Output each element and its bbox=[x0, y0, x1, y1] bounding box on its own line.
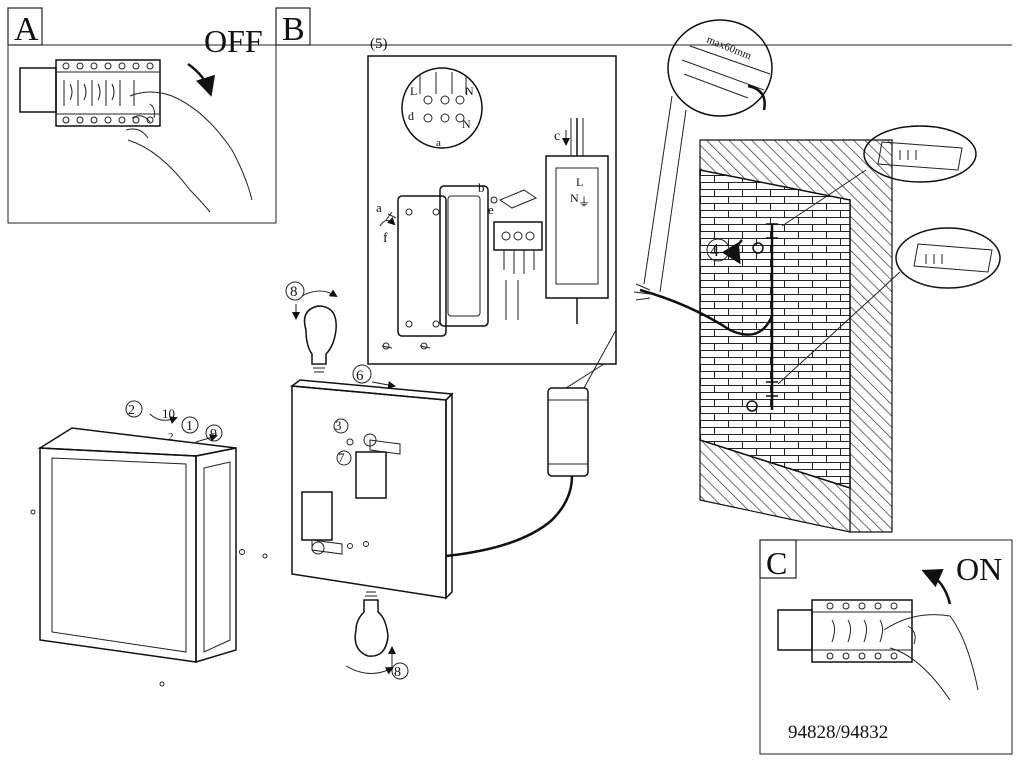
terminal-detail-circle bbox=[401, 67, 483, 149]
connector-block bbox=[493, 221, 543, 251]
panel-c: C ON 94828/94832 bbox=[759, 539, 1013, 755]
on-arrow-icon bbox=[921, 568, 952, 605]
screw-callout-upper bbox=[781, 125, 977, 227]
lightbulb-icon bbox=[303, 305, 337, 373]
off-label: OFF bbox=[204, 23, 263, 59]
step-2b-label: 2 bbox=[168, 431, 174, 443]
panel-c-letter: C bbox=[766, 545, 787, 581]
step-8-label-top: 8 bbox=[290, 284, 298, 300]
cover-plate bbox=[397, 195, 447, 337]
step-7-label: 7 bbox=[338, 450, 345, 465]
wall-cable bbox=[639, 288, 774, 336]
step-3-label: 3 bbox=[335, 418, 342, 433]
letter-a-screw: a bbox=[376, 200, 382, 215]
circuit-breaker-icon-c bbox=[777, 599, 913, 663]
step-9-label: 9 bbox=[210, 427, 217, 442]
panel-b-letter-box bbox=[275, 7, 311, 46]
panel-c-letter-box bbox=[759, 539, 797, 579]
letter-c: c bbox=[554, 129, 560, 144]
terminal-label-n-top: N bbox=[465, 84, 474, 98]
supply-cable bbox=[445, 475, 574, 558]
panel-b-letter: B bbox=[282, 11, 305, 48]
junction-label-n: N bbox=[570, 191, 579, 205]
panel-a: A OFF bbox=[7, 7, 277, 224]
on-label: ON bbox=[956, 551, 1002, 587]
lamp-housing: 2 10 1 2 9 bbox=[30, 400, 268, 687]
letter-f: f bbox=[383, 231, 388, 246]
model-number: 94828/94832 bbox=[788, 722, 888, 743]
terminal-letter-a: a bbox=[436, 137, 441, 149]
mounting-plate: 6 3 7 bbox=[289, 364, 454, 600]
junction-label-l: L bbox=[576, 175, 583, 189]
wiring-detail: (5) L N d N a a f b e bbox=[367, 36, 617, 365]
terminal-label-l-top: L bbox=[410, 84, 417, 98]
cable-strip-length-note: max60mm bbox=[705, 34, 754, 63]
step-8-label-bottom: 8 bbox=[394, 665, 401, 680]
inline-junction-box bbox=[547, 387, 589, 477]
step-2-label: 2 bbox=[128, 403, 135, 418]
terminal-label-n-bottom: N bbox=[462, 117, 471, 131]
step-5-label: (5) bbox=[370, 36, 388, 52]
panel-a-letter: A bbox=[14, 11, 39, 48]
ground-icon: ⏚ bbox=[578, 195, 590, 209]
screw-icon bbox=[385, 211, 397, 221]
step-1-label: 1 bbox=[186, 419, 193, 434]
screw-callout-lower bbox=[777, 227, 1001, 385]
off-arrow-icon bbox=[187, 62, 216, 97]
wall-section bbox=[699, 139, 893, 533]
socket-upper bbox=[355, 451, 387, 499]
hand-icon bbox=[125, 91, 253, 213]
lightbulb-icon-lower bbox=[354, 591, 389, 657]
step-6-label: 6 bbox=[356, 368, 364, 384]
letter-b: b bbox=[478, 180, 485, 195]
terminal-label-d: d bbox=[408, 109, 414, 123]
step-4-label: 4 bbox=[710, 240, 719, 260]
socket-lower bbox=[301, 491, 333, 541]
hand-icon-c bbox=[883, 614, 979, 701]
gasket bbox=[439, 185, 489, 327]
letter-e: e bbox=[488, 202, 494, 217]
